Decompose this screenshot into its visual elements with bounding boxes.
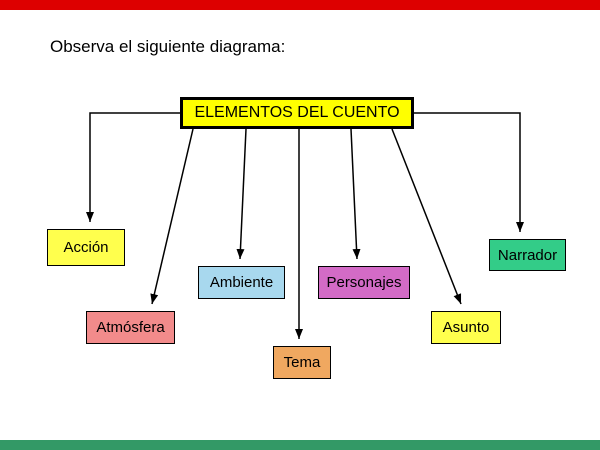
node-ambiente: Ambiente [198,266,285,299]
node-asunto: Asunto [431,311,501,344]
arrow-to-ambiente [236,128,247,260]
top-accent-bar [0,0,600,10]
slide-title: Observa el siguiente diagrama: [50,37,286,56]
node-atmosfera: Atmósfera [86,311,175,344]
arrow-to-narrador [414,112,524,232]
node-personajes: Personajes [318,266,410,299]
arrow-to-asunto [391,128,462,305]
arrow-to-personajes [350,128,361,260]
node-accion: Acción [47,229,125,266]
node-elementos-del-cuento: ELEMENTOS DEL CUENTO [180,97,414,129]
bottom-accent-bar [0,440,600,450]
arrow-to-atmosfera [150,128,194,305]
node-tema: Tema [273,346,331,379]
arrow-to-accion [86,112,180,222]
node-narrador: Narrador [489,239,566,271]
